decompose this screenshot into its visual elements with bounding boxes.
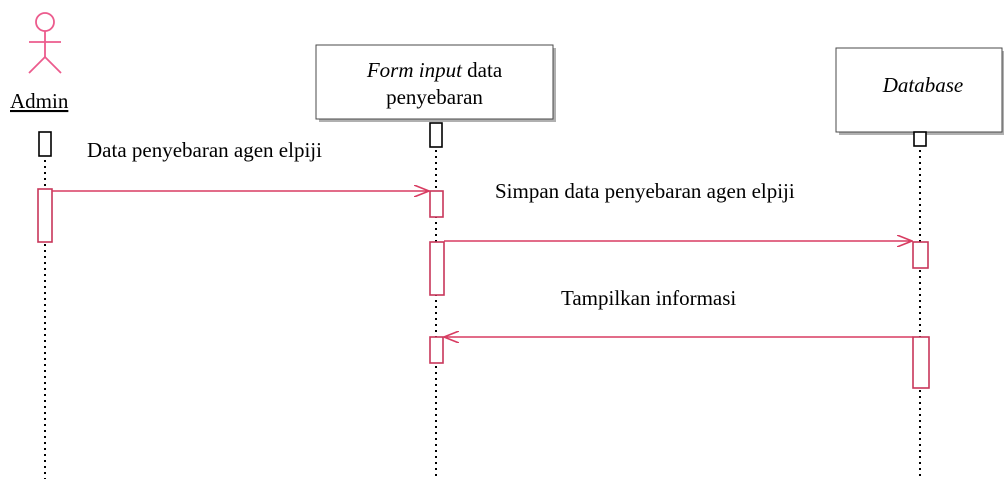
database-object-box — [835, 47, 1004, 135]
form-object-box — [315, 44, 556, 122]
message-2-label: Simpan data penyebaran agen elpiji — [495, 179, 795, 203]
admin-actor-icon — [28, 12, 62, 74]
database-initial-activation — [913, 131, 927, 147]
form-activation-1 — [429, 190, 444, 218]
form-activation-3 — [429, 336, 444, 364]
admin-activation — [37, 188, 53, 243]
form-object-label-italic: Form input — [366, 58, 463, 82]
admin-actor-label: Admin — [10, 89, 69, 113]
form-initial-activation — [429, 122, 443, 148]
message-1-label: Data penyebaran agen elpiji — [87, 138, 322, 162]
form-activation-2 — [429, 241, 445, 296]
message-3-label: Tampilkan informasi — [561, 286, 736, 310]
database-activation-1 — [912, 241, 929, 269]
database-object-label: Database — [882, 73, 964, 97]
form-object-label-line1: Form input data — [366, 58, 503, 82]
form-object-label-line2: penyebaran — [386, 85, 483, 109]
admin-initial-activation — [38, 131, 52, 157]
form-object-label-rest: data — [462, 58, 503, 82]
database-activation-2 — [912, 336, 930, 389]
